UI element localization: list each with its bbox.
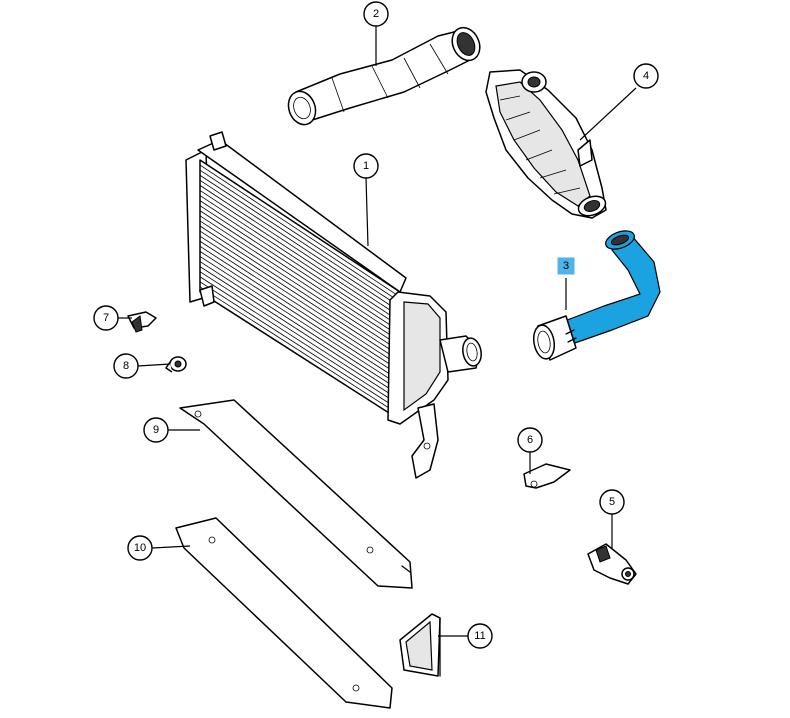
intercooler-fin bbox=[199, 174, 401, 308]
intercooler-fin bbox=[199, 169, 401, 303]
intercooler-fin bbox=[199, 220, 401, 352]
callout-7: 7 bbox=[93, 305, 132, 331]
intercooler-fin bbox=[199, 286, 401, 416]
intercooler-fin bbox=[199, 235, 401, 367]
callout-3-label: 3 bbox=[563, 260, 569, 272]
callout-2: 2 bbox=[363, 1, 389, 66]
intercooler-fin bbox=[199, 266, 401, 396]
intercooler-fin bbox=[199, 200, 401, 332]
intercooler-fin bbox=[199, 230, 401, 362]
part-4-air-housing[interactable] bbox=[485, 69, 608, 219]
callout-9: 9 bbox=[143, 417, 200, 443]
intercooler-fin bbox=[199, 281, 401, 411]
intercooler-fin bbox=[199, 164, 401, 298]
intercooler-fin bbox=[199, 225, 401, 357]
intercooler-fin bbox=[199, 261, 401, 391]
part-7-clip[interactable] bbox=[127, 311, 157, 333]
part-3-lower-hose-highlighted[interactable] bbox=[531, 227, 661, 361]
intercooler-fin bbox=[199, 240, 401, 372]
part-9-air-deflector[interactable] bbox=[179, 399, 413, 589]
part-10-air-deflector[interactable] bbox=[175, 517, 393, 709]
callout-1-label: 1 bbox=[363, 160, 369, 172]
part-11-bracket[interactable] bbox=[399, 613, 441, 677]
part-2-upper-hose[interactable] bbox=[284, 23, 485, 128]
intercooler-fin bbox=[199, 276, 401, 406]
intercooler-fin bbox=[199, 195, 401, 327]
callout-11: 11 bbox=[438, 623, 493, 649]
callout-7-label: 7 bbox=[103, 312, 109, 324]
callout-6-label: 6 bbox=[527, 434, 533, 446]
part-5-sensor-bracket[interactable] bbox=[587, 543, 637, 585]
part-6-bracket[interactable] bbox=[523, 463, 571, 489]
intercooler-fin bbox=[199, 271, 401, 401]
callout-1: 1 bbox=[353, 153, 379, 247]
callout-3: 3 bbox=[557, 257, 575, 310]
intercooler-fin bbox=[199, 205, 401, 337]
intercooler-fin bbox=[199, 256, 401, 386]
callout-11-label: 11 bbox=[474, 630, 485, 642]
callout-9-label: 9 bbox=[153, 424, 159, 436]
callouts: 1 2 3 4 5 6 7 bbox=[93, 1, 659, 649]
callout-2-label: 2 bbox=[373, 8, 379, 20]
intercooler-fin bbox=[199, 179, 401, 313]
callout-4-label: 4 bbox=[643, 70, 649, 82]
intercooler-fin bbox=[199, 215, 401, 347]
intercooler-fin bbox=[199, 185, 401, 317]
callout-4: 4 bbox=[579, 63, 659, 141]
callout-10: 10 bbox=[127, 535, 191, 561]
callout-5: 5 bbox=[599, 489, 625, 548]
callout-8: 8 bbox=[113, 353, 171, 379]
intercooler-fin bbox=[199, 251, 401, 381]
intercooler-fin bbox=[199, 190, 401, 322]
part-1-intercooler[interactable] bbox=[185, 131, 483, 479]
callout-8-label: 8 bbox=[123, 360, 129, 372]
callout-5-label: 5 bbox=[609, 496, 615, 508]
intercooler-fin bbox=[199, 210, 401, 342]
intercooler-fin bbox=[199, 245, 401, 377]
callout-6: 6 bbox=[517, 427, 543, 474]
callout-10-label: 10 bbox=[134, 542, 146, 554]
